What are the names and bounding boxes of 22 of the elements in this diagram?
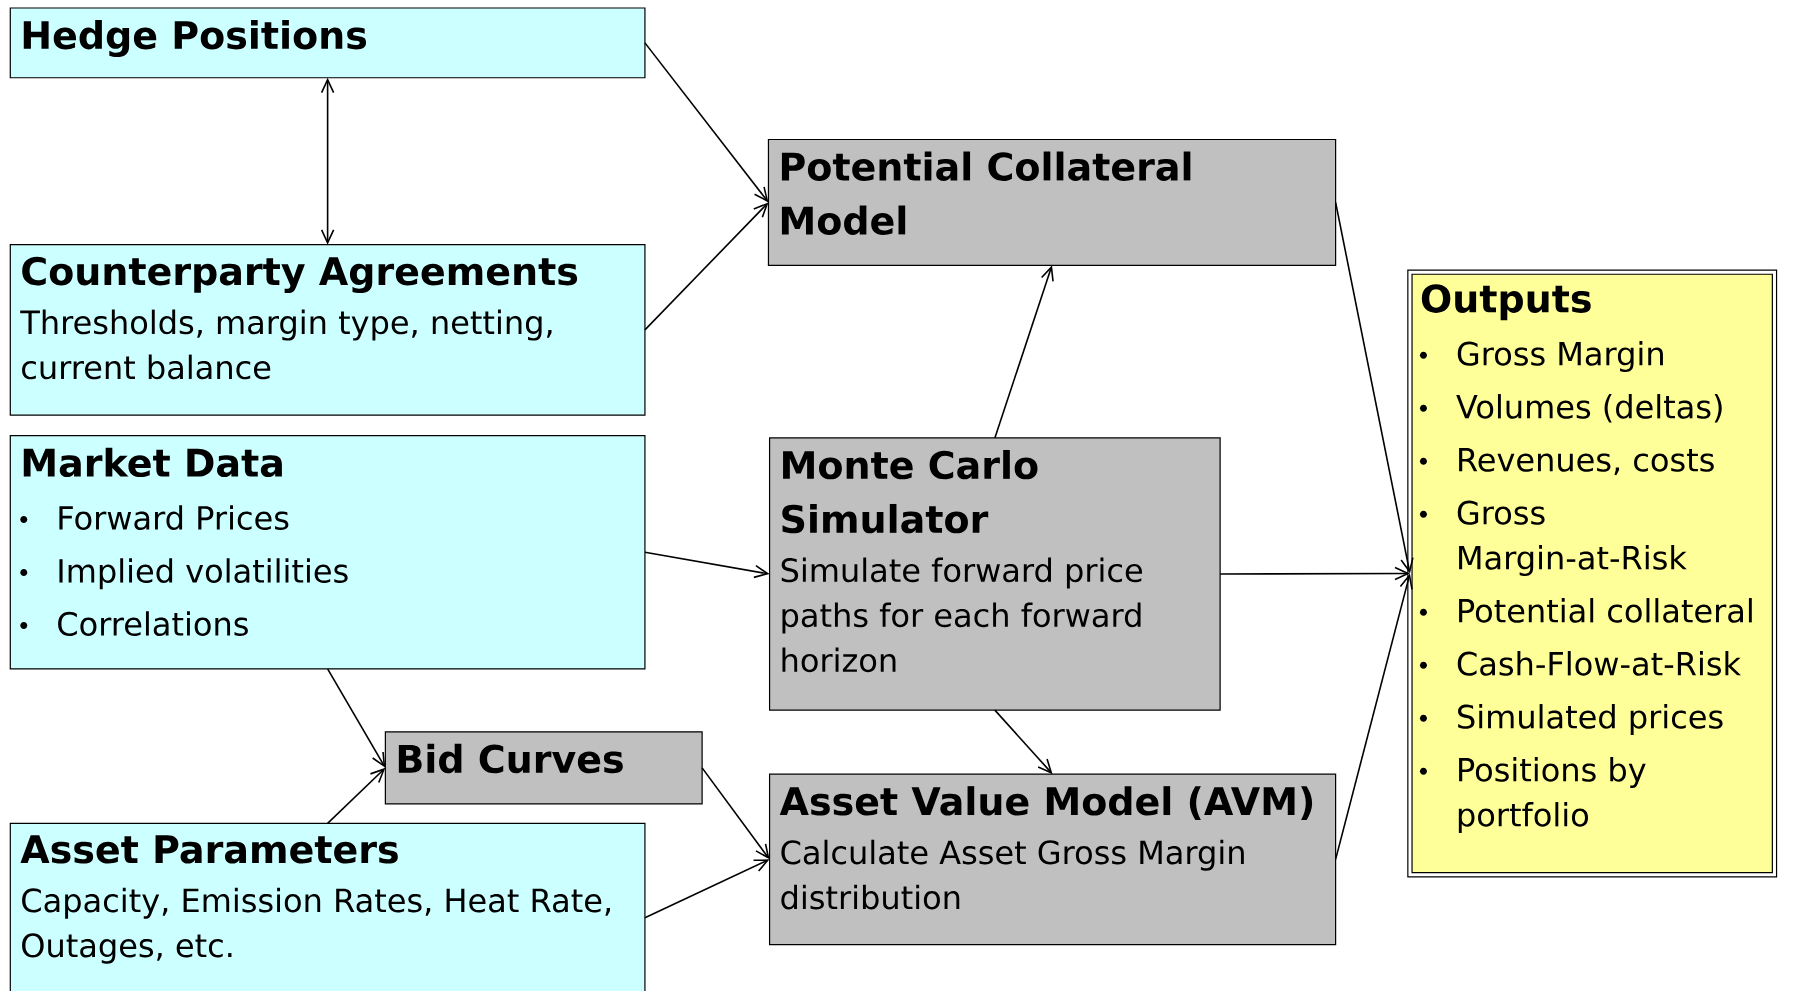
arrow bbox=[994, 265, 1054, 439]
arrow bbox=[994, 709, 1053, 775]
arrow bbox=[644, 551, 770, 579]
arrow bbox=[644, 859, 770, 919]
model-box: Potential Collateral Model bbox=[767, 138, 1337, 266]
input-box: Hedge Positions bbox=[9, 7, 646, 79]
input-box: Market Data Forward Prices Implied volatilities Correlations bbox=[9, 435, 646, 670]
output-box: Outputs Gross Margin Volumes (deltas) Revenues, costs Gross Margin-at-Risk Potential collateral Cash-Flow-at-Risk Simulated prices Positions by portfolio bbox=[1407, 269, 1778, 878]
arrow bbox=[1219, 566, 1410, 581]
arrow bbox=[1334, 201, 1414, 574]
model-box: Monte Carlo Simulator Simulate forward price paths for each forward horizon bbox=[769, 437, 1221, 711]
input-box: Asset Parameters Capacity, Emission Rates, Heat Rate, Outages, etc. bbox=[9, 822, 646, 991]
model-box: Bid Curves bbox=[384, 731, 703, 805]
arrow bbox=[644, 42, 769, 203]
model-box: Asset Value Model (AVM) Calculate Asset Gross Margin distribution bbox=[769, 773, 1337, 946]
arrow bbox=[326, 767, 386, 825]
arrow bbox=[320, 77, 335, 245]
input-box: Counterparty Agreements Thresholds, margin type, netting, current balance bbox=[9, 244, 646, 416]
arrow bbox=[1334, 573, 1413, 861]
arrow bbox=[701, 767, 770, 860]
arrow bbox=[326, 668, 386, 768]
arrow bbox=[644, 202, 769, 331]
